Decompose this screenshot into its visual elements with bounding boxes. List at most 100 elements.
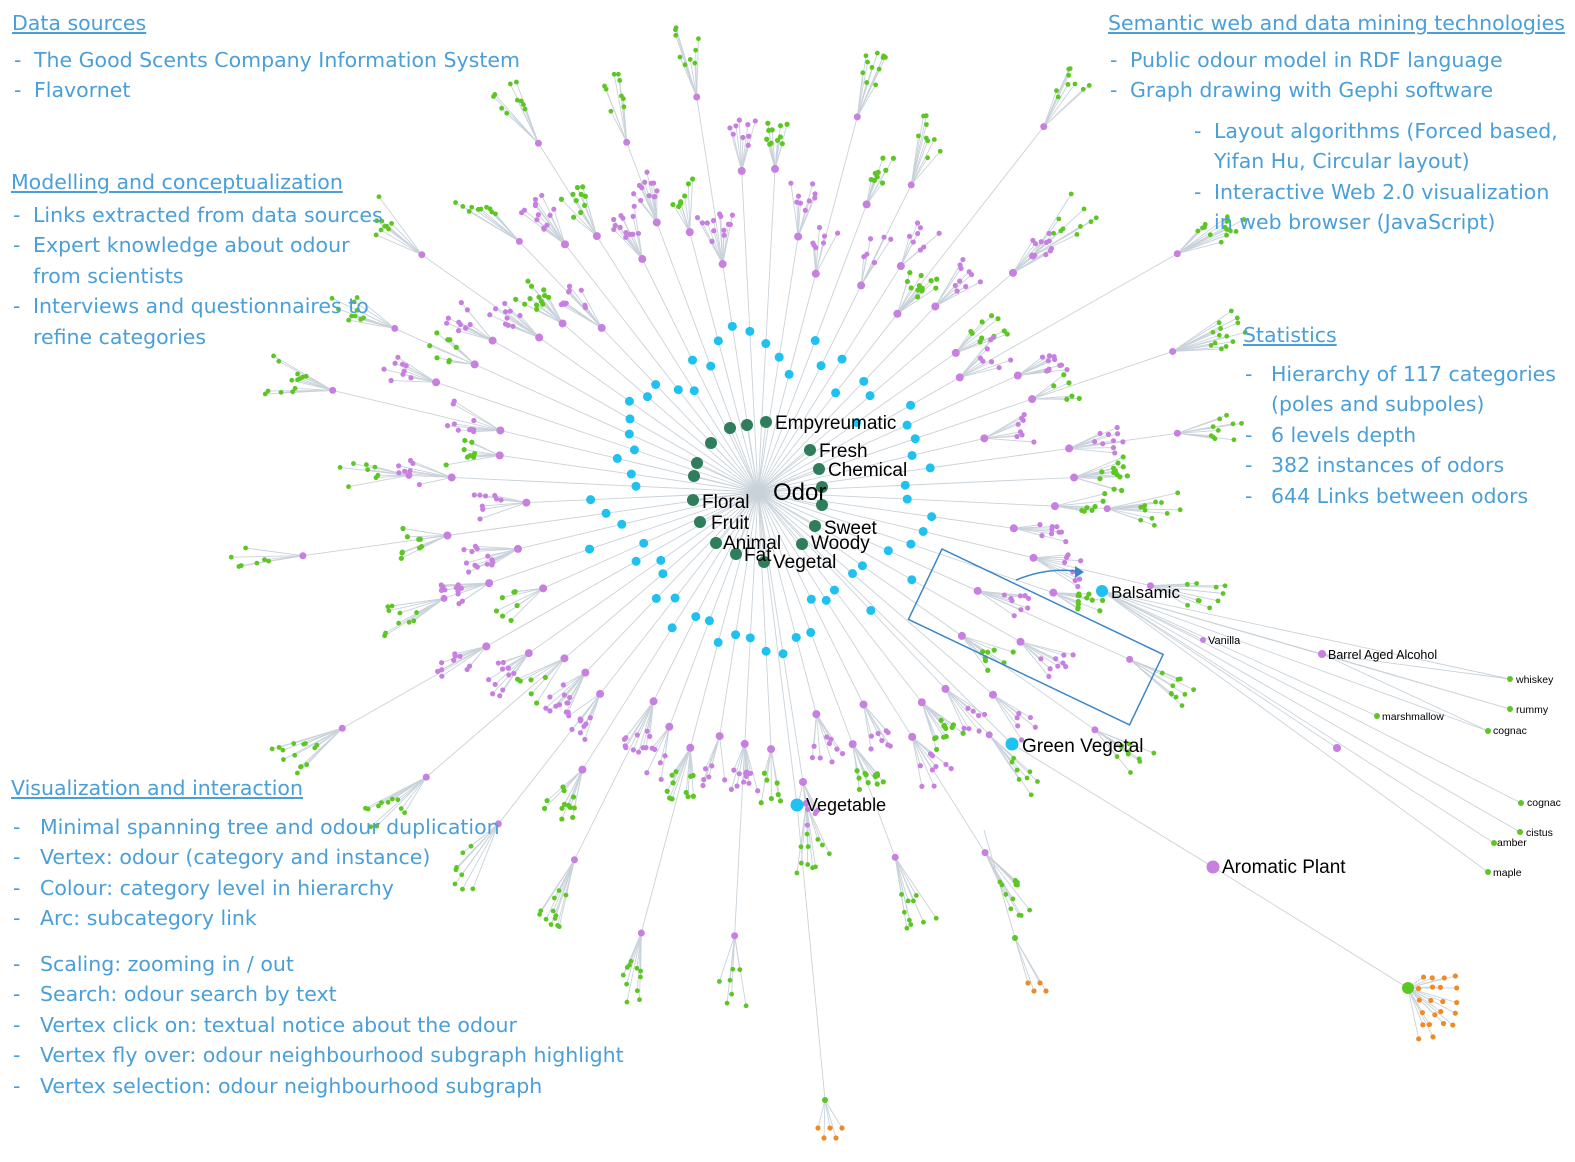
category-node[interactable]	[623, 138, 631, 146]
instance-node[interactable]	[1234, 315, 1240, 321]
leaf-node[interactable]	[743, 769, 750, 775]
instance-node[interactable]	[1169, 691, 1175, 697]
leaf-node[interactable]	[528, 677, 534, 683]
leaf-node[interactable]	[517, 678, 523, 684]
leaf-node[interactable]	[765, 120, 771, 126]
leaf-node[interactable]	[546, 294, 552, 300]
leaf-node[interactable]	[943, 761, 949, 768]
leaf-node[interactable]	[1100, 498, 1106, 504]
pole-label-floral[interactable]: Floral	[702, 492, 750, 513]
instance-node[interactable]	[1153, 499, 1159, 505]
leaf-node[interactable]	[486, 677, 492, 683]
instance-node[interactable]	[1009, 759, 1015, 765]
instance-node[interactable]	[1224, 333, 1230, 339]
leaf-node[interactable]	[1008, 357, 1014, 363]
leaf-node[interactable]	[1031, 439, 1037, 445]
leaf-node[interactable]	[1043, 252, 1049, 258]
instance-node[interactable]	[673, 27, 678, 33]
leaf-node[interactable]	[811, 743, 817, 749]
leaf-node[interactable]	[704, 220, 710, 226]
leaf-node[interactable]	[1415, 985, 1422, 992]
leaf-node[interactable]	[622, 743, 628, 749]
leaf-node[interactable]	[1030, 237, 1036, 244]
leaf-node[interactable]	[647, 733, 653, 739]
leaf-node[interactable]	[752, 118, 758, 124]
instance-node[interactable]	[880, 55, 886, 60]
leaf-node[interactable]	[502, 321, 509, 327]
leaf-node[interactable]	[505, 665, 511, 671]
leaf-node[interactable]	[977, 279, 983, 285]
leaf-node[interactable]	[820, 240, 827, 246]
leaf-node[interactable]	[1075, 583, 1081, 590]
leaf-node[interactable]	[981, 711, 988, 718]
leaf-node[interactable]	[915, 294, 921, 300]
leaf-node[interactable]	[834, 230, 841, 236]
category-node[interactable]	[432, 378, 441, 387]
leaf-node[interactable]	[1112, 468, 1118, 474]
instance-node[interactable]	[466, 208, 472, 214]
leaf-node[interactable]	[560, 682, 566, 688]
leaf-node[interactable]	[541, 292, 548, 299]
leaf-node[interactable]	[534, 700, 540, 706]
leaf-node[interactable]	[535, 212, 541, 218]
leaf-node[interactable]	[1075, 592, 1081, 599]
instance-node[interactable]	[1012, 935, 1018, 941]
leaf-node[interactable]	[963, 283, 969, 290]
subpole-node[interactable]	[624, 429, 634, 439]
leaf-node[interactable]	[582, 202, 588, 208]
leaf-node[interactable]	[567, 804, 573, 811]
leaf-node[interactable]	[438, 667, 445, 673]
leaf-node[interactable]	[455, 582, 461, 588]
subpole-node[interactable]	[612, 453, 622, 463]
category-node[interactable]	[1126, 655, 1134, 663]
leaf-node[interactable]	[985, 667, 991, 673]
leaf-node[interactable]	[1056, 529, 1062, 535]
subpole-node[interactable]	[667, 623, 677, 633]
instance-node[interactable]	[677, 54, 683, 60]
leaf-node[interactable]	[824, 734, 830, 740]
leaf-node[interactable]	[965, 705, 971, 711]
instance-node[interactable]	[292, 752, 298, 758]
instance-node[interactable]	[1138, 504, 1144, 510]
subpole-node[interactable]	[658, 569, 668, 579]
category-node[interactable]	[1040, 123, 1048, 131]
leaf-node[interactable]	[917, 763, 923, 769]
leaf-node[interactable]	[402, 468, 408, 474]
instance-node[interactable]	[1213, 584, 1219, 590]
leaf-node[interactable]	[815, 1125, 821, 1131]
leaf-node[interactable]	[968, 271, 975, 278]
leaf-node[interactable]	[821, 1135, 827, 1141]
category-node[interactable]	[931, 302, 940, 311]
leaf-node[interactable]	[976, 712, 982, 719]
instance-node[interactable]	[243, 545, 249, 551]
leaf-node[interactable]	[812, 195, 818, 201]
leaf-node[interactable]	[1441, 975, 1447, 981]
leaf-node[interactable]	[582, 193, 588, 199]
leaf-node[interactable]	[921, 244, 927, 250]
instance-node[interactable]	[621, 104, 627, 110]
leaf-node[interactable]	[933, 763, 939, 770]
leaf-node[interactable]	[1100, 441, 1106, 447]
leaf-node[interactable]	[1053, 656, 1059, 662]
leaf-node[interactable]	[497, 693, 503, 699]
leaf-node[interactable]	[611, 216, 617, 223]
leaf-node[interactable]	[451, 421, 457, 427]
category-node[interactable]	[535, 333, 544, 342]
instance-node[interactable]	[904, 925, 910, 931]
leaf-node[interactable]	[511, 670, 517, 677]
leaf-node[interactable]	[1008, 595, 1014, 602]
instance-node[interactable]	[1159, 670, 1165, 676]
pole-node[interactable]	[809, 520, 821, 532]
leaf-node[interactable]	[969, 330, 975, 336]
category-node[interactable]	[1050, 502, 1059, 511]
leaf-node[interactable]	[758, 800, 764, 806]
instance-node[interactable]	[618, 93, 624, 99]
instance-node[interactable]	[1086, 83, 1092, 88]
leaf-node[interactable]	[710, 217, 717, 224]
subpole-node[interactable]	[816, 361, 826, 371]
instance-node[interactable]	[924, 122, 929, 127]
instance-node[interactable]	[921, 919, 926, 925]
leaf-node[interactable]	[1063, 539, 1069, 545]
leaf-node[interactable]	[445, 337, 451, 343]
instance-node[interactable]	[376, 194, 382, 200]
